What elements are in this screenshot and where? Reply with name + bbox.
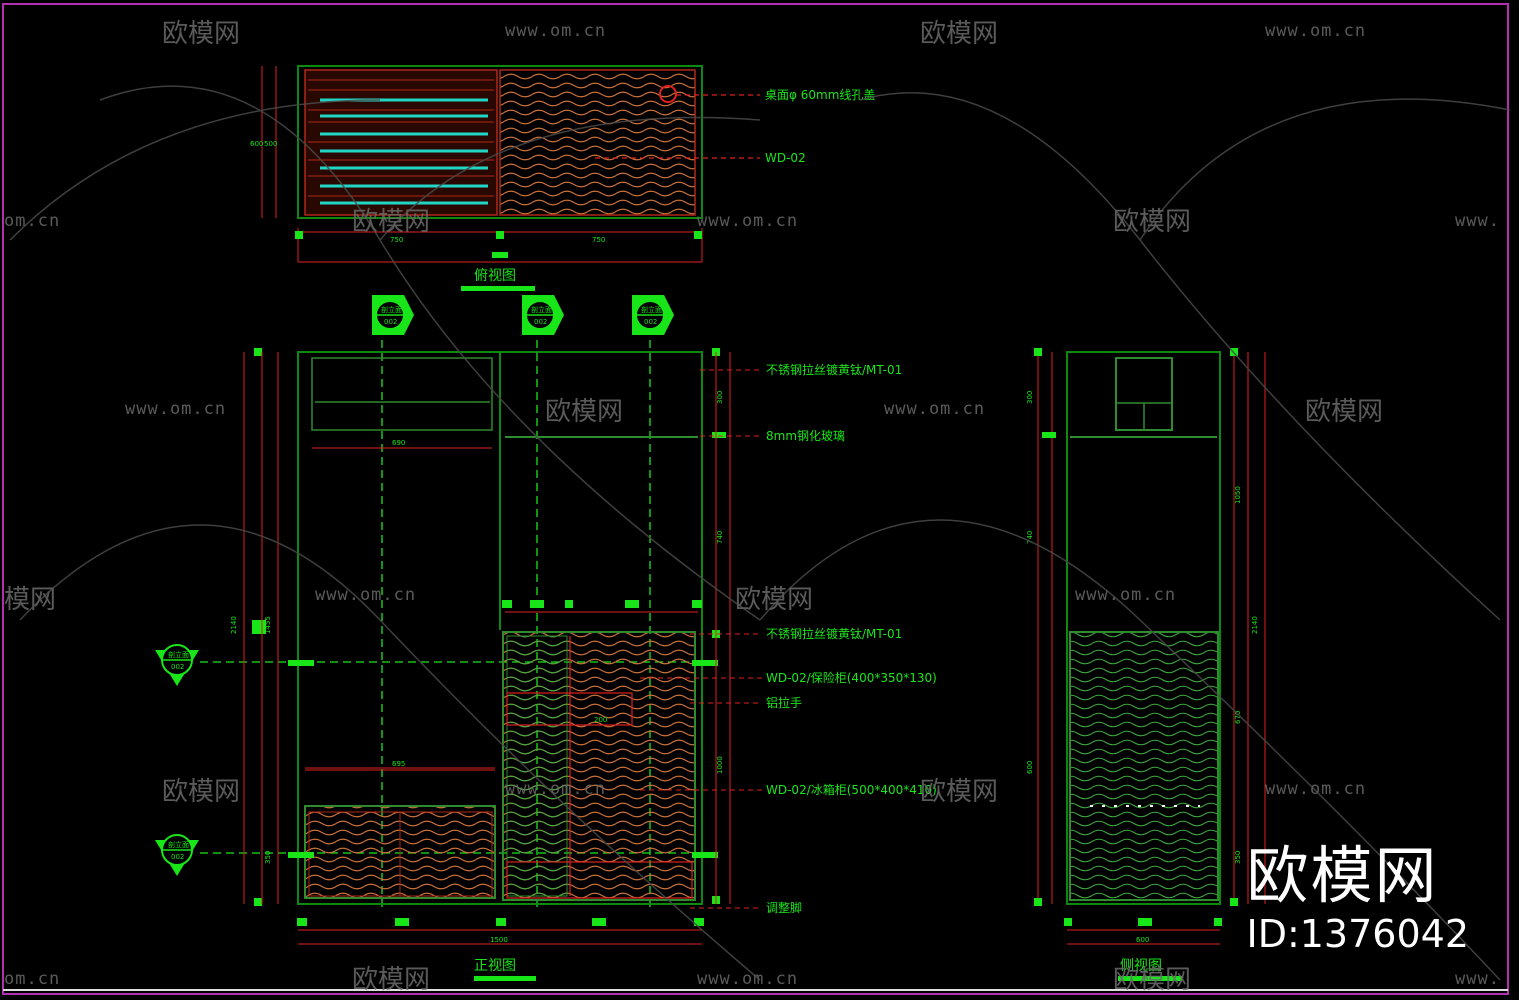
marker-2-top: 剖立面	[641, 305, 662, 314]
watermark-brand: 欧模网	[545, 397, 623, 427]
front-dim-right-mid: 740	[716, 531, 724, 544]
front-view: 不锈钢拉丝镀黄钛/MT-01 8mm钢化玻璃 不锈钢拉丝镀黄钛/MT-01 WD…	[230, 348, 937, 981]
side-view: 300 740 600 1050 670 350 2140 600 侧视图	[1026, 348, 1266, 981]
front-annotation-0: 不锈钢拉丝镀黄钛/MT-01	[766, 362, 902, 377]
top-dim-right: 750	[592, 236, 605, 244]
front-dim-total-height: 2140	[230, 616, 238, 634]
watermark-url: www.om.cn	[1265, 21, 1366, 41]
front-dim-desk-width: 695	[392, 760, 405, 768]
section-marker-icon: 剖立面 002	[372, 295, 414, 335]
side-dim-right-mid: 670	[1234, 711, 1242, 724]
watermark-url: www.om.cn	[315, 585, 416, 605]
side-view-title: 侧视图	[1120, 958, 1162, 974]
marker-2-bottom: 002	[644, 318, 657, 326]
watermark-url: www.om.cn	[697, 211, 798, 231]
watermark-brand: 欧模网	[162, 19, 240, 49]
front-annotation-1: 8mm钢化玻璃	[766, 429, 845, 443]
watermarks: 欧模网 www.om.cn 欧模网 www.om.cn om.cn 欧模网 ww…	[4, 19, 1511, 995]
front-view-title: 正视图	[474, 958, 516, 974]
top-annotation-1: WD-02	[765, 151, 806, 165]
section-marker-icon: 剖立面 002	[522, 295, 564, 335]
marker-0-bottom: 002	[384, 318, 397, 326]
top-view-cyan-shelves	[320, 98, 488, 205]
watermark-url: www.om.cn	[1265, 779, 1366, 799]
side-dim-mid: 740	[1026, 531, 1034, 544]
marker-3-bottom: 002	[171, 663, 184, 671]
watermark-url: www.om.cn	[125, 399, 226, 419]
watermark-url: www.om.cn	[1075, 585, 1176, 605]
section-marker-icon: 剖立面 002	[632, 295, 674, 335]
front-annotation-3: WD-02/保险柜(400*350*130)	[766, 670, 937, 685]
marker-3-top: 剖立面	[168, 650, 189, 659]
front-dim-right-upper: 300	[716, 391, 724, 404]
watermark-url-left: om.cn	[4, 969, 60, 989]
marker-0-top: 剖立面	[381, 305, 402, 314]
top-dim-left: 750	[390, 236, 403, 244]
marker-4-bottom: 002	[171, 853, 184, 861]
cable-hole-icon	[659, 85, 677, 103]
side-dim-low: 600	[1026, 761, 1034, 774]
top-dim-outer: 600	[250, 140, 263, 148]
top-dim-inner: 500	[264, 140, 277, 148]
front-dim-upper-height: 1455	[264, 616, 272, 634]
side-dim-total: 2140	[1251, 616, 1259, 634]
front-dim-shelf-width: 690	[392, 439, 405, 447]
watermark-url-right: www.	[1455, 969, 1500, 989]
front-dim-bottom-height: 350	[264, 851, 272, 864]
watermark-url: www.om.cn	[505, 779, 606, 799]
watermark-url-left: om.cn	[4, 211, 60, 231]
watermark-brand: 欧模网	[920, 19, 998, 49]
watermark-url: www.om.cn	[884, 399, 985, 419]
watermark-brand: 欧模网	[1113, 207, 1191, 237]
watermark-brand: 欧模网	[920, 777, 998, 807]
watermark-brand: 欧模网	[735, 585, 813, 615]
marker-1-bottom: 002	[534, 318, 547, 326]
section-marker-icon: 剖立面 002	[155, 834, 199, 876]
watermark-brand: 欧模网	[352, 207, 430, 237]
brand-badge: 欧模网 ID:1376042	[1246, 839, 1469, 957]
marker-4-top: 剖立面	[168, 840, 189, 849]
side-dim-top: 300	[1026, 391, 1034, 404]
watermark-url: www.om.cn	[505, 21, 606, 41]
watermark-brand: 欧模网	[1305, 397, 1383, 427]
top-annotation-0: 桌面φ 60mm线孔盖	[765, 88, 875, 102]
side-dim-width: 600	[1136, 936, 1149, 944]
front-dim-inner: 200	[594, 716, 607, 724]
front-dim-right-low: 1000	[716, 756, 724, 774]
top-view-wood-lines	[308, 79, 494, 197]
watermark-url: www.om.cn	[697, 969, 798, 989]
watermark-url-right: www.	[1455, 211, 1500, 231]
watermark-brand-fragment: 模网	[4, 585, 56, 615]
marker-1-top: 剖立面	[531, 305, 552, 314]
side-dim-right-top: 1050	[1234, 486, 1242, 504]
brand-id: ID:1376042	[1246, 912, 1469, 956]
top-view: 桌面φ 60mm线孔盖 WD-02 750 750 600 500 俯视图	[250, 65, 875, 291]
brand-name: 欧模网	[1246, 839, 1439, 912]
front-annotation-5: WD-02/冰箱柜(500*400*410)	[766, 782, 937, 797]
watermark-brand: 欧模网	[1113, 965, 1191, 995]
side-dim-right-low: 350	[1234, 851, 1242, 864]
top-view-title: 俯视图	[474, 268, 516, 284]
front-dim-total-width: 1500	[490, 936, 508, 944]
front-annotation-6: 调整脚	[766, 900, 802, 915]
section-marker-icon: 剖立面 002	[155, 644, 199, 686]
watermark-brand: 欧模网	[162, 777, 240, 807]
front-annotation-2: 不锈钢拉丝镀黄钛/MT-01	[766, 626, 902, 641]
drawing-border	[2, 3, 1509, 995]
front-annotation-4: 铝拉手	[766, 695, 802, 710]
watermark-brand: 欧模网	[352, 965, 430, 995]
